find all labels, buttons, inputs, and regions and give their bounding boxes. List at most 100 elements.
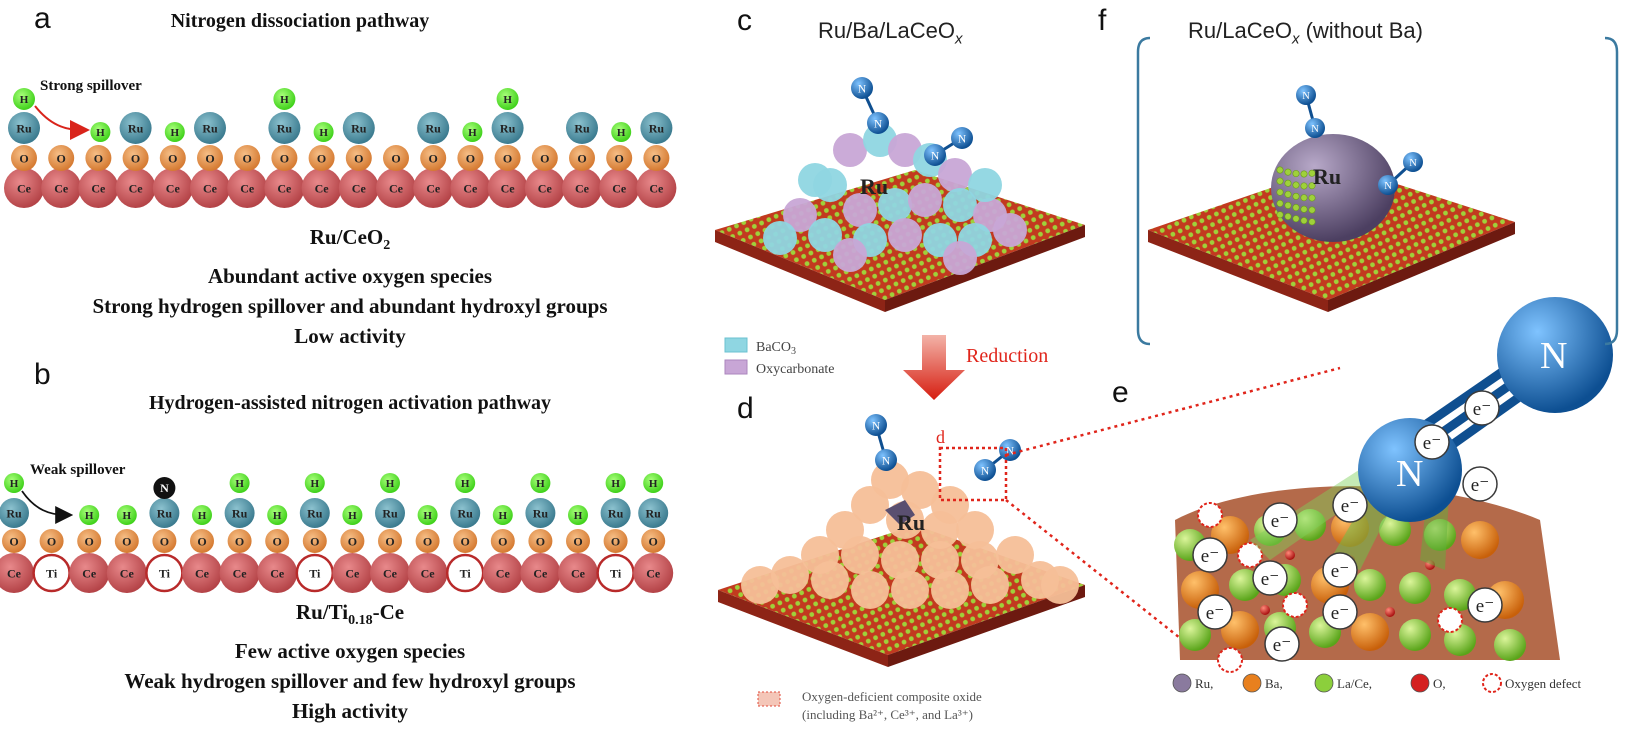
panel-a-title: Nitrogen dissociation pathway: [170, 10, 430, 32]
ce-atom: Ce: [332, 553, 373, 593]
panel-c-ru-label: Ru: [860, 174, 888, 199]
ce-atom: Ce: [636, 168, 677, 208]
h-atom: H: [304, 473, 325, 493]
svg-text:Ru: Ru: [351, 121, 367, 135]
h-atom: H: [79, 505, 100, 525]
ru-atom: Ru: [119, 112, 152, 144]
o-atom: O: [234, 145, 261, 171]
ce-atom: Ce: [370, 553, 410, 593]
svg-text:Ce: Ce: [17, 181, 32, 195]
svg-text:H: H: [273, 510, 282, 522]
panel-b-line2: Few active oxygen species: [234, 639, 466, 664]
svg-text:Ce: Ce: [233, 566, 248, 580]
svg-text:e⁻: e⁻: [1261, 569, 1279, 590]
svg-text:Ce: Ce: [501, 181, 516, 195]
svg-text:Ce: Ce: [649, 181, 664, 195]
ce-atom: Ce: [78, 168, 119, 208]
panel-c-title: Ru/Ba/LaCeOx: [818, 18, 963, 48]
svg-text:O: O: [317, 151, 326, 165]
svg-text:O: O: [615, 151, 624, 165]
svg-text:O: O: [47, 534, 56, 548]
svg-text:O: O: [611, 534, 620, 548]
h-atom: H: [568, 505, 588, 525]
svg-text:Ce: Ce: [496, 566, 511, 580]
svg-text:H: H: [499, 510, 508, 522]
h-atom: H: [492, 505, 513, 525]
svg-text:O: O: [391, 151, 400, 165]
electron-marker: e⁻: [1322, 594, 1358, 630]
svg-text:Ce: Ce: [389, 181, 404, 195]
svg-text:H: H: [171, 127, 180, 139]
o-atom: O: [528, 529, 553, 553]
o-atom: O: [603, 529, 628, 553]
panel-b-caption: Ru/Ti0.18-Ce Few active oxygen species W…: [0, 597, 700, 726]
ce-atom: Ce: [41, 168, 82, 208]
ti-atom: Ti: [32, 553, 71, 593]
h-atom: H: [192, 505, 212, 525]
ce-atom: Ce: [219, 553, 260, 593]
electron-marker: e⁻: [1192, 537, 1228, 573]
svg-text:O: O: [503, 151, 512, 165]
svg-text:O: O: [235, 534, 244, 548]
ce-atom: Ce: [524, 168, 565, 208]
ce-atom: Ce: [4, 168, 44, 208]
h-atom: H: [4, 473, 24, 493]
panel-f-right-bracket: [1604, 36, 1619, 346]
svg-text:Ce: Ce: [82, 566, 97, 580]
svg-text:O: O: [540, 151, 549, 165]
electron-marker: e⁻: [1322, 552, 1358, 588]
n2-molecule: NN: [851, 77, 889, 134]
svg-text:e⁻: e⁻: [1273, 635, 1291, 656]
panel-e-n-large: N: [1540, 335, 1567, 377]
svg-text:Ce: Ce: [538, 181, 553, 195]
panel-b-line3: Weak hydrogen spillover and few hydroxyl…: [124, 669, 576, 694]
svg-text:N: N: [1302, 91, 1310, 102]
svg-text:Ru,: Ru,: [1195, 676, 1213, 691]
n2-molecule: NN: [865, 414, 897, 471]
svg-text:H: H: [280, 94, 289, 106]
svg-text:O: O: [577, 151, 586, 165]
o-atom: O: [643, 145, 670, 171]
svg-text:Ti: Ti: [460, 566, 472, 580]
ru-atom: Ru: [640, 112, 673, 144]
panel-d-ru-label: Ru: [897, 510, 925, 535]
svg-text:Ru: Ru: [307, 506, 323, 520]
o-atom: O: [641, 529, 666, 553]
ce-atom: Ce: [301, 168, 342, 208]
svg-text:e⁻: e⁻: [1331, 561, 1349, 582]
svg-text:N: N: [872, 420, 881, 432]
h-atom: H: [273, 88, 296, 110]
svg-text:N: N: [1409, 158, 1417, 169]
h-atom: H: [611, 122, 632, 142]
svg-text:Ce: Ce: [166, 181, 181, 195]
o-atom: O: [566, 529, 590, 553]
ru-atom: Ru: [149, 498, 180, 528]
ru-atom: Ru: [268, 112, 301, 144]
ru-atom: Ru: [450, 498, 481, 528]
svg-text:Ce: Ce: [571, 566, 586, 580]
svg-text:H: H: [503, 94, 512, 106]
svg-text:e⁻: e⁻: [1201, 546, 1219, 567]
svg-text:Ce: Ce: [345, 566, 360, 580]
ce-atom: Ce: [487, 168, 528, 208]
svg-text:Ce: Ce: [203, 181, 218, 195]
o-atom: O: [85, 145, 112, 171]
svg-text:O: O: [310, 534, 319, 548]
ru-atom: Ru: [224, 498, 255, 528]
svg-text:Ru: Ru: [232, 506, 248, 520]
svg-text:Ru: Ru: [426, 121, 442, 135]
svg-text:N: N: [958, 133, 967, 145]
o-atom: O: [383, 145, 409, 171]
svg-text:O: O: [461, 534, 470, 548]
svg-text:e⁻: e⁻: [1471, 475, 1489, 496]
svg-text:Ru: Ru: [458, 506, 474, 520]
svg-text:Ce: Ce: [277, 181, 292, 195]
svg-text:Ru: Ru: [277, 121, 293, 135]
ru-atom: Ru: [525, 498, 556, 528]
o-atom: O: [114, 529, 139, 553]
h-atom: H: [496, 88, 519, 110]
ce-atom: Ce: [633, 553, 674, 593]
svg-text:e⁻: e⁻: [1476, 596, 1494, 617]
svg-text:O: O: [354, 151, 363, 165]
